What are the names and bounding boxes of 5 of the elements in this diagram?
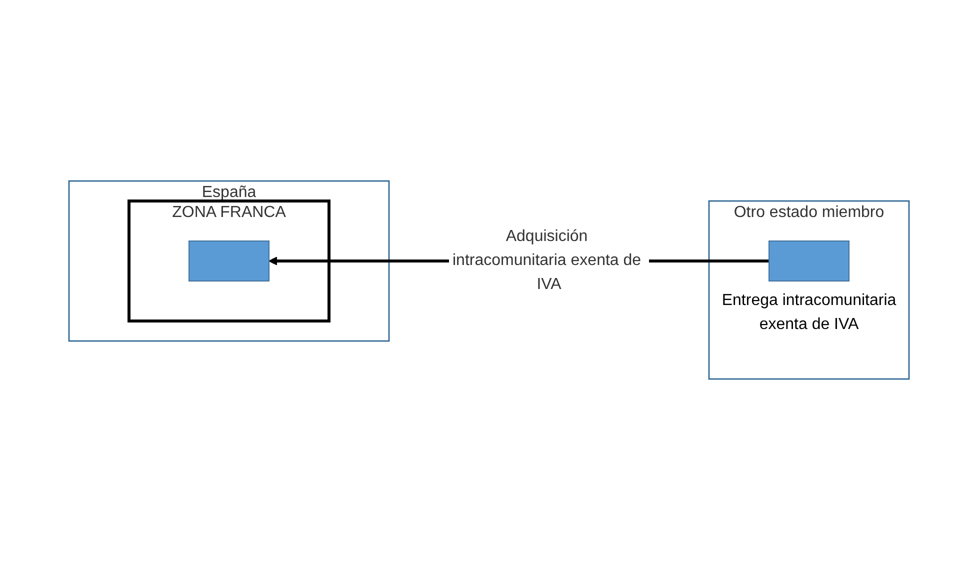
node-caption: Entrega intracomunitaria exenta de IVA	[720, 291, 898, 335]
edge-label: Adquisición intracomunitaria exenta de IVA	[452, 228, 642, 293]
node-box	[188, 240, 270, 282]
cluster: ZONA FRANCA	[128, 200, 330, 322]
node-box	[768, 240, 850, 282]
